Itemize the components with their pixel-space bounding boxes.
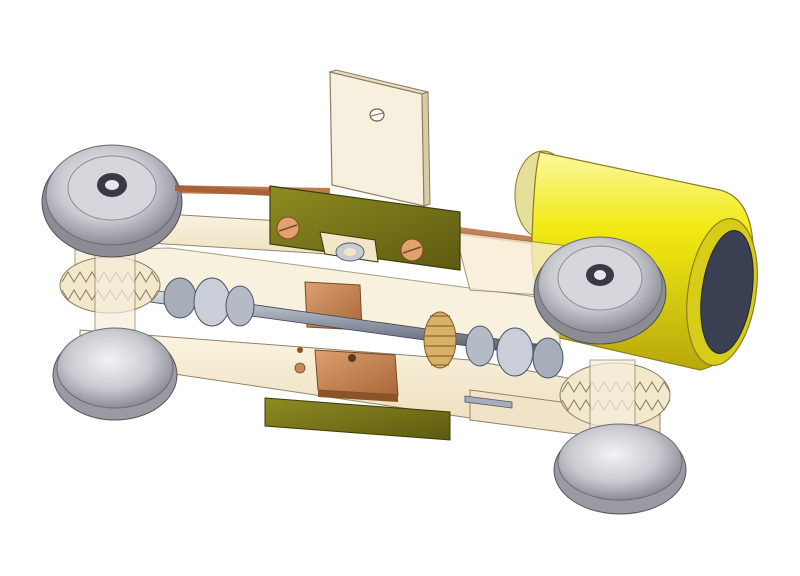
wheel-front-upper bbox=[41, 144, 183, 258]
brass-bottom-plate bbox=[264, 397, 451, 441]
bearing-left bbox=[163, 277, 255, 327]
copper-block-lower bbox=[314, 349, 399, 402]
vertical-bracket bbox=[328, 69, 431, 207]
bearing-right bbox=[465, 325, 564, 379]
wheel-front-lower bbox=[52, 327, 178, 421]
motor-end-cap bbox=[700, 230, 754, 354]
brass-top-plate bbox=[269, 185, 461, 271]
pin-rod bbox=[294, 347, 513, 409]
wheel-rear-lower bbox=[553, 423, 687, 515]
wheel-rear-upper bbox=[533, 236, 667, 345]
rail-strip-near bbox=[175, 185, 270, 196]
crown-gear-left bbox=[59, 249, 161, 331]
pinion-gear bbox=[423, 311, 457, 369]
